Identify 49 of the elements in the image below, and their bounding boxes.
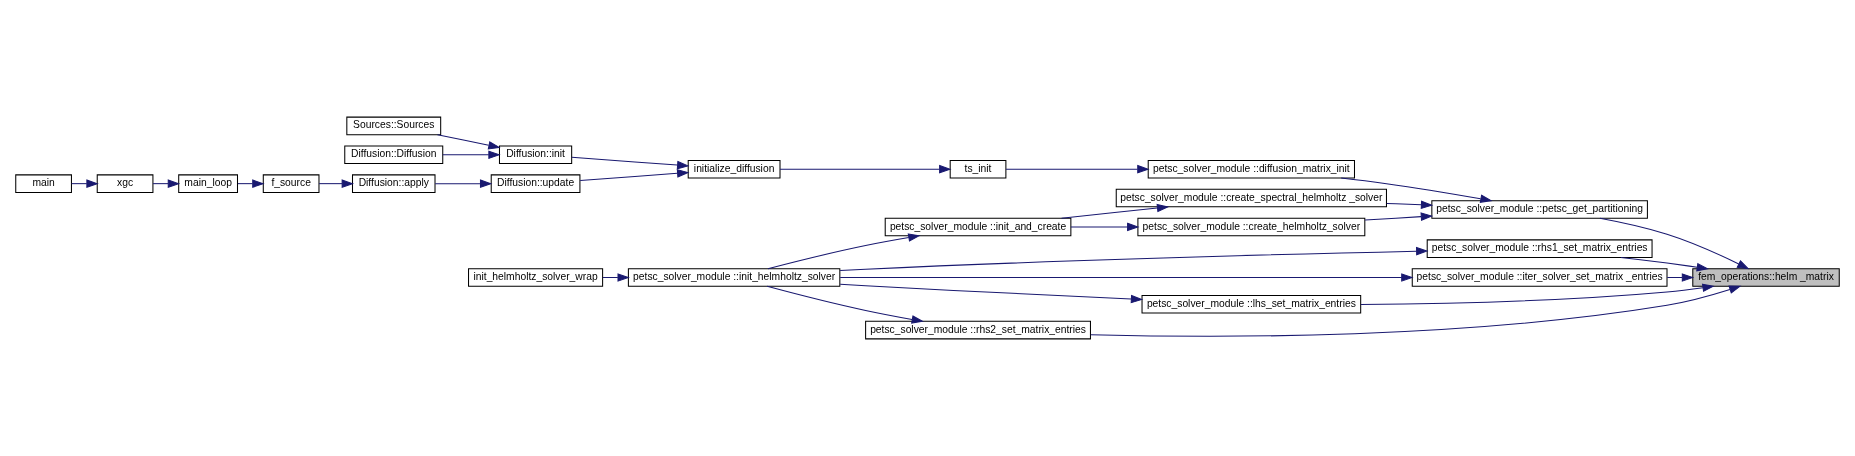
node-box: petsc_solver_module ::create_spectral_helmholtz _solver: [1115, 188, 1387, 208]
node-box: petsc_solver_module ::init_and_create: [884, 217, 1072, 237]
node-box: Sources::Sources: [346, 116, 442, 136]
arrow: [152, 179, 181, 188]
arrow: [434, 179, 493, 188]
node-box: petsc_solver_module ::create_helmholtz_solver: [1137, 217, 1366, 237]
node-box: Diffusion::init: [498, 145, 573, 165]
node-box: petsc_solver_module ::lhs_set_matrix_entries: [1141, 295, 1362, 314]
arrow: [839, 246, 1429, 272]
node-box: xgc: [96, 174, 154, 193]
node-box: initialize_diffusion: [687, 159, 781, 179]
arrow: [1386, 200, 1434, 210]
node-box: Diffusion::Diffusion: [344, 145, 444, 165]
arrow: [1620, 256, 1710, 272]
arrow: [767, 233, 921, 270]
node-box: petsc_solver_module ::rhs2_set_matrix_entries: [865, 320, 1091, 340]
node-box: main: [15, 174, 72, 193]
arrow: [1364, 212, 1434, 221]
node-box: main_loop: [178, 174, 238, 193]
arrow: [602, 273, 630, 282]
arrow: [1340, 177, 1493, 203]
arrow: [436, 134, 501, 150]
node-box: init_helmholtz_solver_wrap: [468, 268, 604, 287]
node-box: ts_init: [949, 159, 1007, 179]
arrow: [839, 273, 1414, 282]
arrow: [1061, 203, 1170, 219]
arrow: [1005, 164, 1150, 174]
node-box: petsc_solver_module ::rhs1_set_matrix_entries: [1426, 239, 1653, 258]
node-box: fem_operations::helm _matrix: [1692, 268, 1840, 287]
node-box: petsc_solver_module ::init_helmholtz_solver: [627, 268, 841, 287]
arrow: [571, 156, 690, 170]
arrow: [779, 164, 952, 174]
node-box: petsc_solver_module ::petsc_get_partitioning: [1431, 200, 1648, 219]
arrow: [1666, 273, 1695, 282]
node-box: f_source: [262, 174, 320, 193]
node-box: petsc_solver_module ::iter_solver_set_matrix _entries: [1411, 268, 1668, 287]
arrow: [579, 169, 690, 181]
arrow: [839, 283, 1144, 304]
node-box: petsc_solver_module ::diffusion_matrix_init: [1147, 159, 1355, 179]
node-box: Diffusion::update: [490, 174, 581, 193]
arrow: [1360, 283, 1715, 306]
arrow: [318, 179, 354, 188]
arrow: [1599, 217, 1750, 270]
arrow: [442, 150, 501, 160]
arrow: [1070, 222, 1140, 232]
arrow: [237, 179, 265, 188]
node-box: Diffusion::apply: [352, 174, 436, 193]
arrow: [766, 285, 924, 324]
arrow: [1090, 285, 1742, 337]
